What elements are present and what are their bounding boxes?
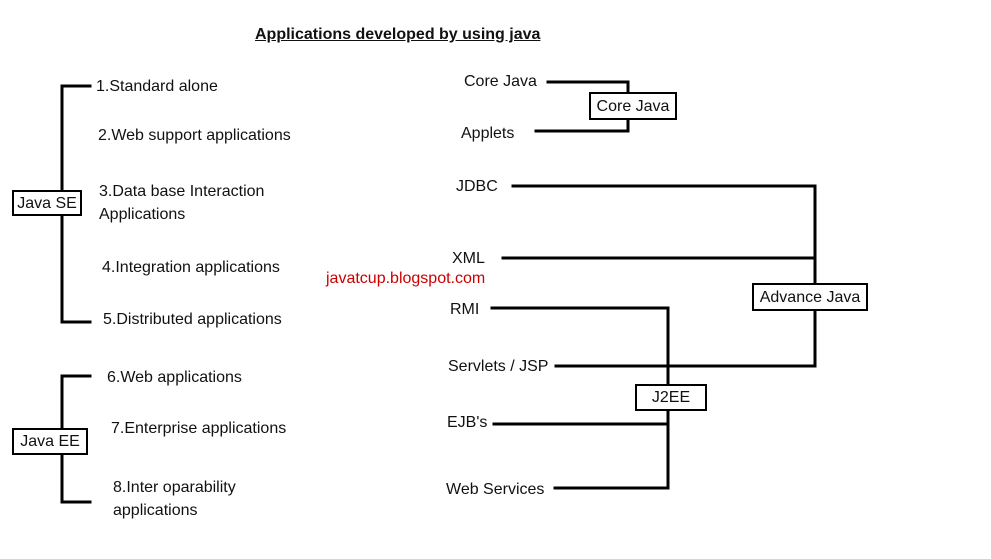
j2ee-box: J2EE <box>635 384 707 411</box>
applets-item: Applets <box>461 125 515 142</box>
xml-item: XML <box>452 250 485 267</box>
diagram-title: Applications developed by using java <box>255 26 541 43</box>
core-java-box: Core Java <box>589 92 677 120</box>
java-se-box: Java SE <box>12 190 82 216</box>
java-ee-item-6: 6.Web applications <box>107 369 242 386</box>
advance-java-box: Advance Java <box>752 283 868 311</box>
advance-java-connector <box>511 184 817 368</box>
ejbs-item: EJB's <box>447 414 488 431</box>
servlets-jsp-item: Servlets / JSP <box>448 358 549 375</box>
rmi-item: RMI <box>450 301 480 318</box>
jdbc-item: JDBC <box>456 178 498 195</box>
java-ee-item-8-line2: applications <box>113 502 198 519</box>
core-java-item: Core Java <box>464 73 537 90</box>
java-se-item-3-line2: Applications <box>99 206 186 223</box>
web-services-item: Web Services <box>446 481 545 498</box>
java-ee-item-8: 8.Inter oparability <box>113 479 236 496</box>
java-se-item-3: 3.Data base Interaction <box>99 183 265 200</box>
java-ee-box: Java EE <box>12 428 88 455</box>
java-se-item-2: 2.Web support applications <box>98 127 291 144</box>
watermark-text: javatcup.blogspot.com <box>326 270 486 287</box>
java-se-item-5: 5.Distributed applications <box>103 311 282 328</box>
java-se-item-1: 1.Standard alone <box>96 78 218 95</box>
java-se-item-4: 4.Integration applications <box>102 259 280 276</box>
java-ee-item-7: 7.Enterprise applications <box>111 420 287 437</box>
